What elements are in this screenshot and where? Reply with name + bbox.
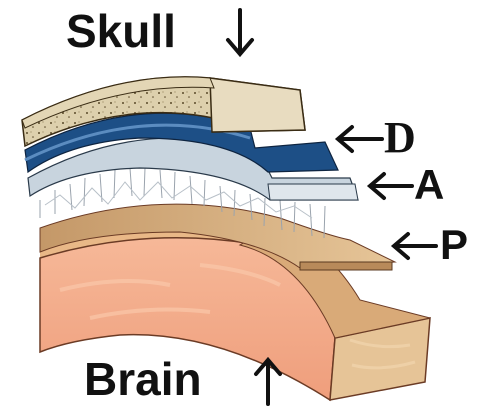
arachnoid-arrow-icon (370, 174, 412, 198)
skull-arrow-icon (228, 10, 252, 54)
pia-arrow-icon (394, 234, 436, 258)
brain-label: Brain (84, 356, 202, 402)
dura-arrow-icon (338, 127, 382, 151)
arachnoid-label: A (414, 164, 444, 206)
pia-label: P (440, 224, 468, 266)
dura-label: D (384, 116, 416, 160)
skull-label: Skull (66, 8, 176, 54)
